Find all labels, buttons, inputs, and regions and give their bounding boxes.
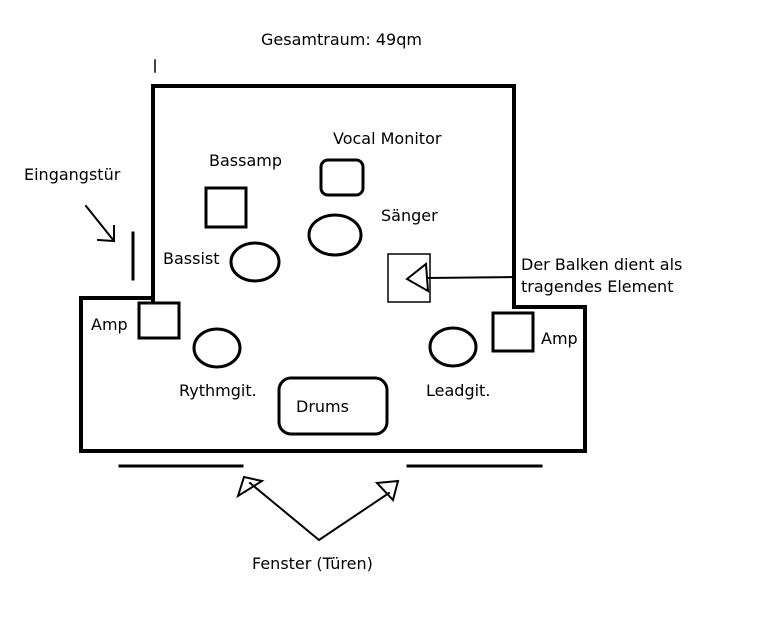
bassamp-label: Bassamp xyxy=(209,151,282,170)
singer-position xyxy=(307,213,363,257)
lead-guitar-position xyxy=(428,326,478,368)
windows-arrows xyxy=(248,481,391,542)
drums-box xyxy=(277,376,389,436)
windows-label: Fenster (Türen) xyxy=(252,554,373,573)
rhythm-guitar-position xyxy=(192,327,242,369)
entrance-arrow-shaft xyxy=(84,204,116,243)
entrance-arrow-head xyxy=(96,225,115,243)
bassamp-box xyxy=(204,186,248,229)
beam-note-line-1: Der Balken dient als xyxy=(521,255,682,274)
room-outline xyxy=(79,84,587,453)
room-size-title: Gesamtraum: 49qm xyxy=(261,30,422,49)
rhythm-guitar-label: Rythmgit. xyxy=(179,381,257,400)
beam-note-line-2: tragendes Element xyxy=(521,277,673,296)
entrance-label: Eingangstür xyxy=(24,165,121,184)
bassist-label: Bassist xyxy=(163,249,220,268)
vocal-monitor-label: Vocal Monitor xyxy=(333,129,442,148)
beam-arrow-shaft xyxy=(425,275,517,280)
amp-left xyxy=(137,301,181,340)
windows-arrow-head-left xyxy=(236,475,265,499)
amp-right xyxy=(491,311,535,353)
drums-label: Drums xyxy=(296,397,349,416)
lead-guitar-label: Leadgit. xyxy=(426,381,490,400)
windows-arrow-head-right xyxy=(374,479,400,502)
singer-label: Sänger xyxy=(381,206,438,225)
amp-left-label: Amp xyxy=(91,315,128,334)
beam-arrow-head xyxy=(405,262,430,293)
vocal-monitor-box xyxy=(319,158,365,197)
amp-right-label: Amp xyxy=(541,329,578,348)
bassist-position xyxy=(229,241,281,283)
